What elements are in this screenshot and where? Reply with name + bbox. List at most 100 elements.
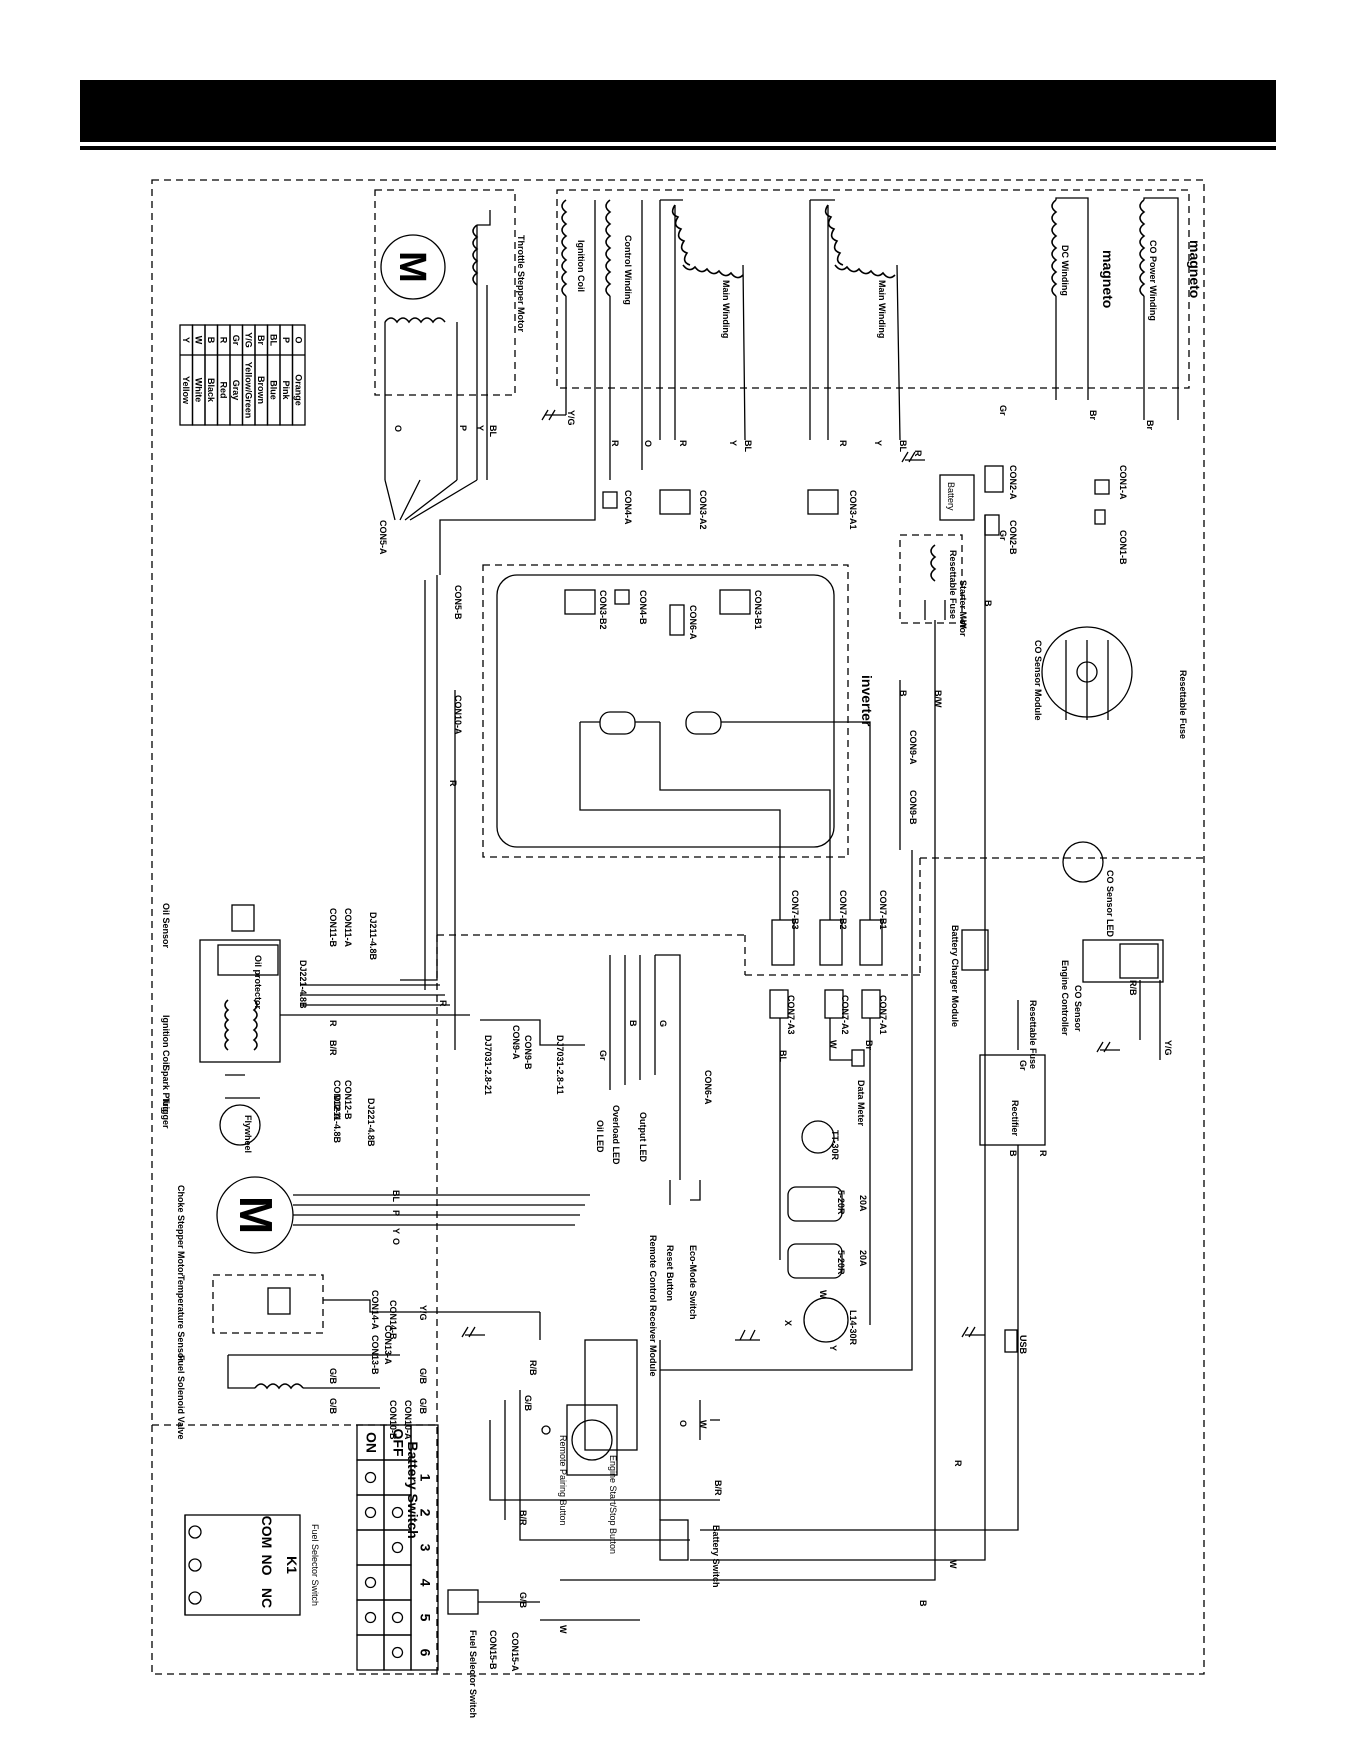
wire-code: G bbox=[658, 1020, 668, 1027]
con2a-block bbox=[984, 465, 1004, 493]
fs-dot bbox=[188, 1525, 202, 1539]
legend-name: Yellow bbox=[181, 376, 191, 405]
con7a1-block bbox=[861, 989, 881, 1019]
wire-code: Gr bbox=[1018, 1060, 1028, 1071]
remote-pairing-label: Remote Pairing Button bbox=[558, 1435, 568, 1526]
bs-row-label: ON bbox=[364, 1432, 380, 1453]
bs-dot bbox=[364, 1506, 377, 1519]
inverter-box bbox=[482, 564, 849, 858]
flywheel-label: Flywheel bbox=[243, 1115, 253, 1153]
wire-code: G/B bbox=[523, 1395, 533, 1412]
con3a1-label: CON3-A1 bbox=[848, 490, 858, 530]
wire-code: Br bbox=[1088, 410, 1098, 420]
wire-code: R bbox=[953, 1460, 963, 1467]
co-sensor-label: CO Sensor bbox=[1073, 985, 1083, 1032]
usb-label: USB bbox=[1018, 1335, 1028, 1355]
battery-box bbox=[939, 474, 975, 521]
wire-code: Gr bbox=[998, 405, 1008, 416]
wire-code: Br bbox=[864, 1040, 874, 1050]
breaker-2-label: 20A bbox=[858, 1250, 868, 1267]
l520r-2-label: 5-20R bbox=[836, 1250, 846, 1275]
wire-code: B bbox=[628, 1020, 638, 1027]
dc-winding bbox=[1051, 197, 1089, 400]
con13a-label: CON13-A bbox=[383, 1325, 393, 1365]
wire-code: W bbox=[558, 1625, 568, 1634]
wire-code: BL bbox=[778, 1050, 788, 1062]
fs-dot bbox=[188, 1558, 202, 1572]
header-bar bbox=[80, 80, 1276, 142]
legend-code: Gr bbox=[231, 335, 241, 346]
bs-cell bbox=[356, 1494, 385, 1531]
bs-col-label: 5 bbox=[418, 1614, 434, 1622]
fuel-selector-element[interactable] bbox=[447, 1589, 479, 1615]
wire-code: BL bbox=[743, 440, 753, 452]
wire-code: R bbox=[838, 440, 848, 447]
legend-name: Orange bbox=[294, 374, 304, 406]
bs-dot bbox=[364, 1611, 377, 1624]
con7a3-block bbox=[769, 989, 789, 1019]
con3a1-block bbox=[807, 489, 839, 515]
bs-dot bbox=[391, 1541, 404, 1554]
dc-winding-label: DC Winding bbox=[1060, 245, 1070, 296]
fs-col-label: NO bbox=[259, 1555, 275, 1576]
wire-code: P bbox=[458, 425, 468, 431]
data-meter-label: Data Meter bbox=[856, 1080, 866, 1127]
con1a-label: CON1-A bbox=[1118, 465, 1128, 500]
wire-code: W bbox=[698, 1420, 708, 1429]
con12a-label: CON12-A bbox=[332, 1080, 342, 1120]
fs-dot bbox=[188, 1591, 202, 1605]
bs-cell bbox=[356, 1564, 385, 1601]
bs-col-label: 6 bbox=[418, 1649, 434, 1657]
wire-code: O bbox=[391, 1238, 401, 1245]
wire-code: O bbox=[678, 1420, 688, 1427]
fs-title: Fuel Selector Switch bbox=[310, 1524, 320, 1606]
con1a-block bbox=[1094, 479, 1110, 495]
l520r-1-label: 5-20R bbox=[836, 1190, 846, 1215]
wire-code: R bbox=[448, 780, 458, 787]
wire-code: B/R bbox=[713, 1480, 723, 1496]
ignition-coil-winding bbox=[439, 199, 596, 575]
con7a2-block bbox=[824, 989, 844, 1019]
wire-code: B/R bbox=[328, 1040, 338, 1056]
con9a-bot-label: CON9-A bbox=[511, 1025, 521, 1060]
bs-dot bbox=[364, 1576, 377, 1589]
wire-code: W bbox=[958, 620, 968, 629]
con7a1-label: CON7-A1 bbox=[878, 995, 888, 1035]
inverter-cap-2 bbox=[685, 711, 722, 735]
wire-code: O bbox=[643, 440, 653, 447]
legend-code: R bbox=[219, 337, 229, 344]
dj2-label: DJ7031-2.8-21 bbox=[483, 1035, 493, 1095]
battery-label: Battery bbox=[946, 482, 956, 511]
legend-code: BL bbox=[269, 334, 279, 346]
bs-col-label: 4 bbox=[418, 1579, 434, 1587]
battery-charger-label: Battery Charger Module bbox=[950, 925, 960, 1027]
fs-col-label: NC bbox=[259, 1588, 275, 1608]
battery-switch-element-label: Battery Switch bbox=[711, 1525, 721, 1588]
wire-code: R bbox=[610, 440, 620, 447]
oil-sensor-label: Oil Sensor bbox=[161, 903, 171, 949]
wire-code: R bbox=[1038, 1150, 1048, 1157]
bs-cell bbox=[383, 1564, 412, 1601]
usb-port bbox=[1004, 1329, 1018, 1353]
con2a-label: CON2-A bbox=[1008, 465, 1018, 500]
bs-row-label: OFF bbox=[391, 1429, 407, 1457]
engine-controller-box bbox=[1082, 939, 1164, 983]
control-winding bbox=[605, 199, 643, 480]
con3b2-block bbox=[564, 589, 596, 615]
wire-code: R bbox=[438, 1000, 448, 1007]
l1430r-label: L14-30R bbox=[848, 1310, 858, 1346]
con7a2-label: CON7-A2 bbox=[840, 995, 850, 1035]
dj3b-label: DJ211-4.8B bbox=[332, 1095, 342, 1144]
remote-receiver-box bbox=[584, 1339, 638, 1451]
control-winding-label: Control Winding bbox=[623, 235, 633, 305]
breaker-1-label: 20A bbox=[858, 1195, 868, 1212]
wire-code: G/B bbox=[418, 1368, 428, 1385]
bs-cell bbox=[356, 1634, 385, 1671]
remote-pairing-button[interactable] bbox=[541, 1425, 551, 1435]
temperature-sensor-box bbox=[212, 1274, 324, 1334]
wire-code: W bbox=[818, 1290, 828, 1299]
con7b3-label: CON7-B3 bbox=[790, 890, 800, 930]
main-winding-1 bbox=[659, 199, 746, 441]
